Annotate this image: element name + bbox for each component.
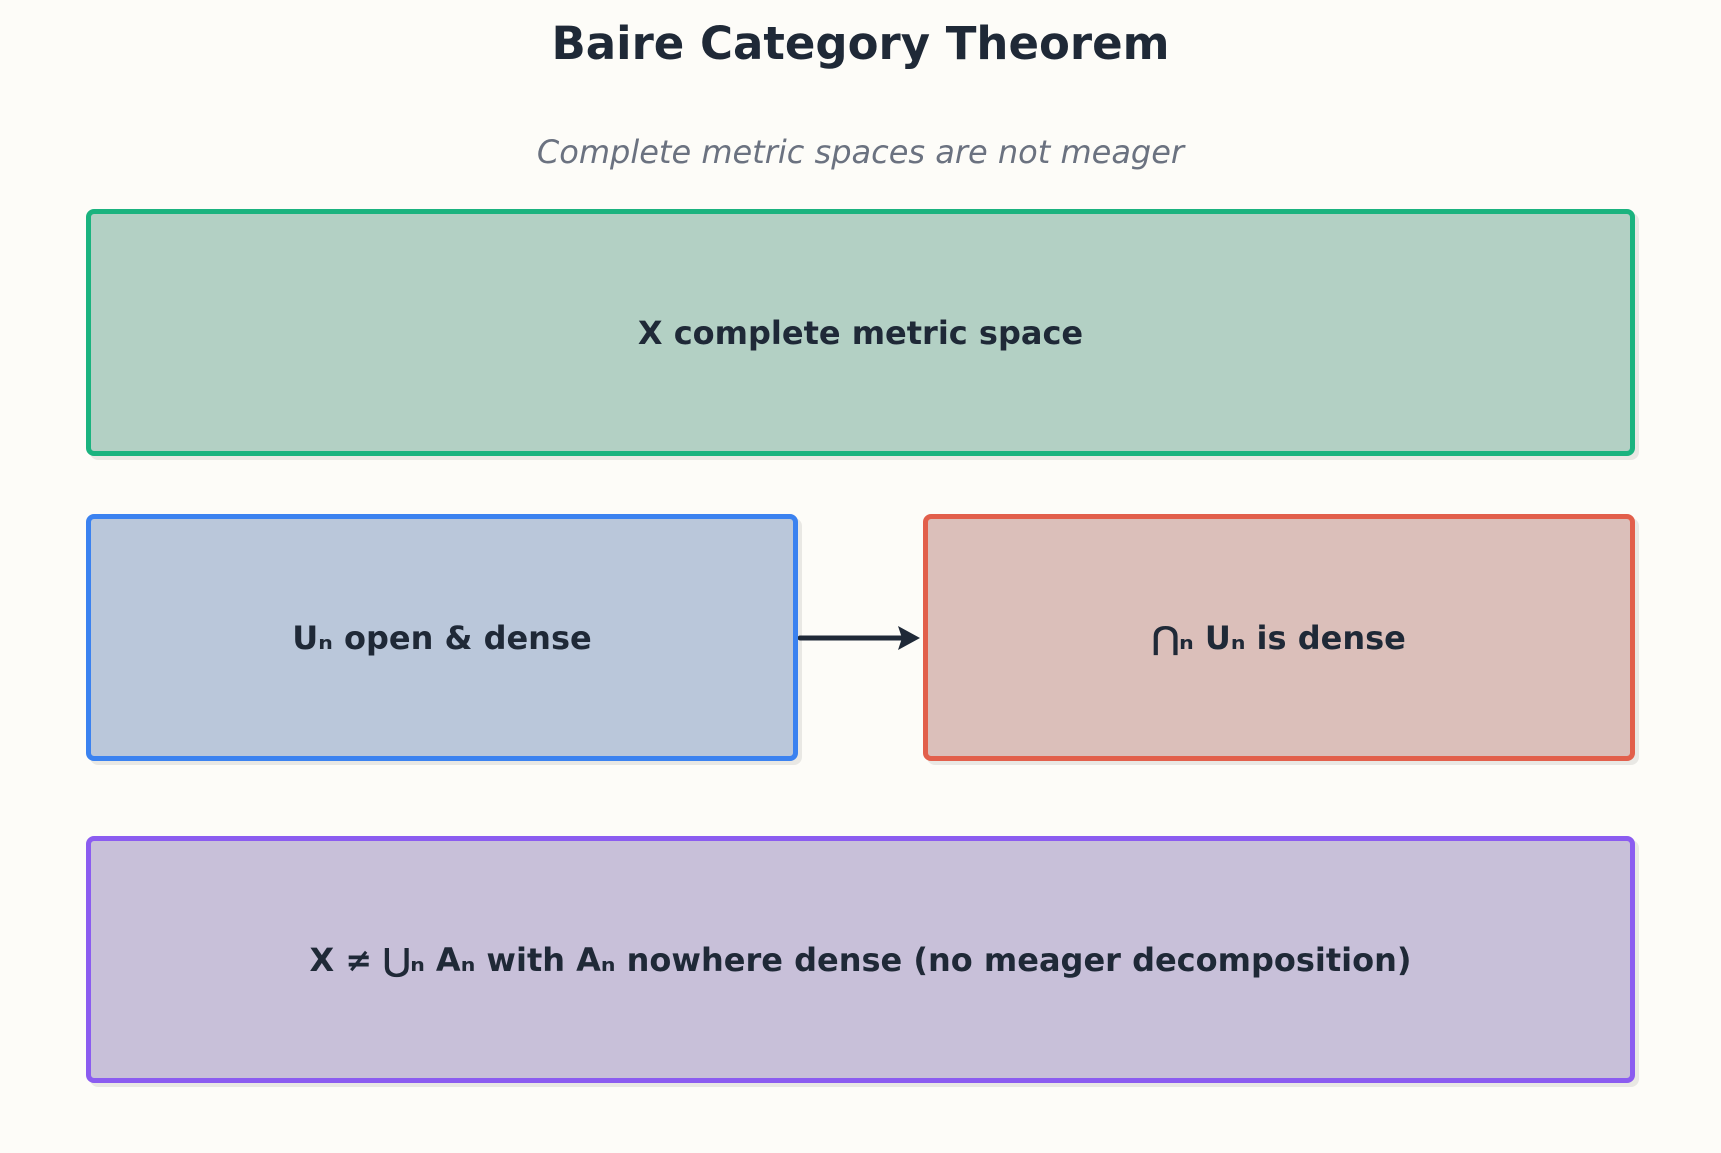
premise-node: X complete metric space xyxy=(86,209,1635,456)
conclusion-node: X ≠ ⋃ₙ Aₙ with Aₙ nowhere dense (no meag… xyxy=(86,836,1635,1083)
open-dense-label: Uₙ open & dense xyxy=(292,618,592,657)
implication-arrow xyxy=(798,626,920,650)
diagram-title: Baire Category Theorem xyxy=(551,17,1170,70)
diagram-subtitle: Complete metric spaces are not meager xyxy=(536,133,1185,171)
intersection-label: ⋂ₙ Uₙ is dense xyxy=(1152,618,1406,657)
arrow-head xyxy=(898,626,920,650)
premise-label: X complete metric space xyxy=(637,313,1084,352)
conclusion-label: X ≠ ⋃ₙ Aₙ with Aₙ nowhere dense (no meag… xyxy=(309,940,1412,979)
open-dense-node: Uₙ open & dense xyxy=(86,514,798,761)
intersection-node: ⋂ₙ Uₙ is dense xyxy=(923,514,1635,761)
